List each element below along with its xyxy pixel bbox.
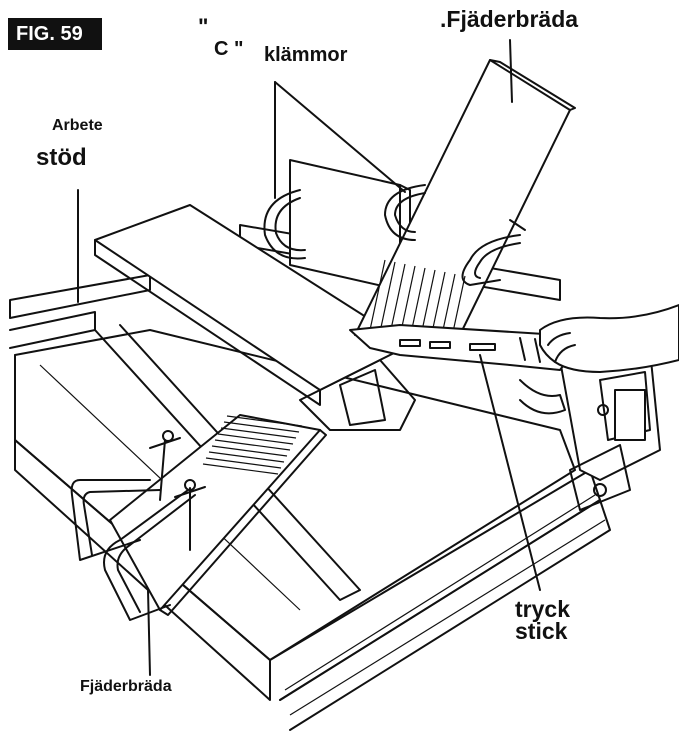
featherboard-bottom-label: Fjäderbräda [80,678,172,695]
c-clamps-label: klämmor [264,44,348,66]
push-stick-label-2: stick [515,618,568,644]
push-stick [349,324,576,371]
c-clamps-letter-label: C " [214,38,244,60]
push-stick-label-1: tryck [515,596,570,622]
c-clamps-upper [263,184,526,286]
c-clamps-lower [70,430,206,621]
figure-number: FIG. 59 [8,18,102,50]
saw-housing [519,349,661,511]
work-support-rail [9,274,151,349]
hand [539,304,679,373]
work-support-label-1: Arbete [52,117,103,134]
c-clamps-quote-label: " [198,14,209,39]
featherboard-lower [109,414,327,616]
work-support-label-2: stöd [36,144,87,171]
featherboard-top-label: .Fjäderbräda [440,6,579,32]
leader-lines [77,39,541,676]
